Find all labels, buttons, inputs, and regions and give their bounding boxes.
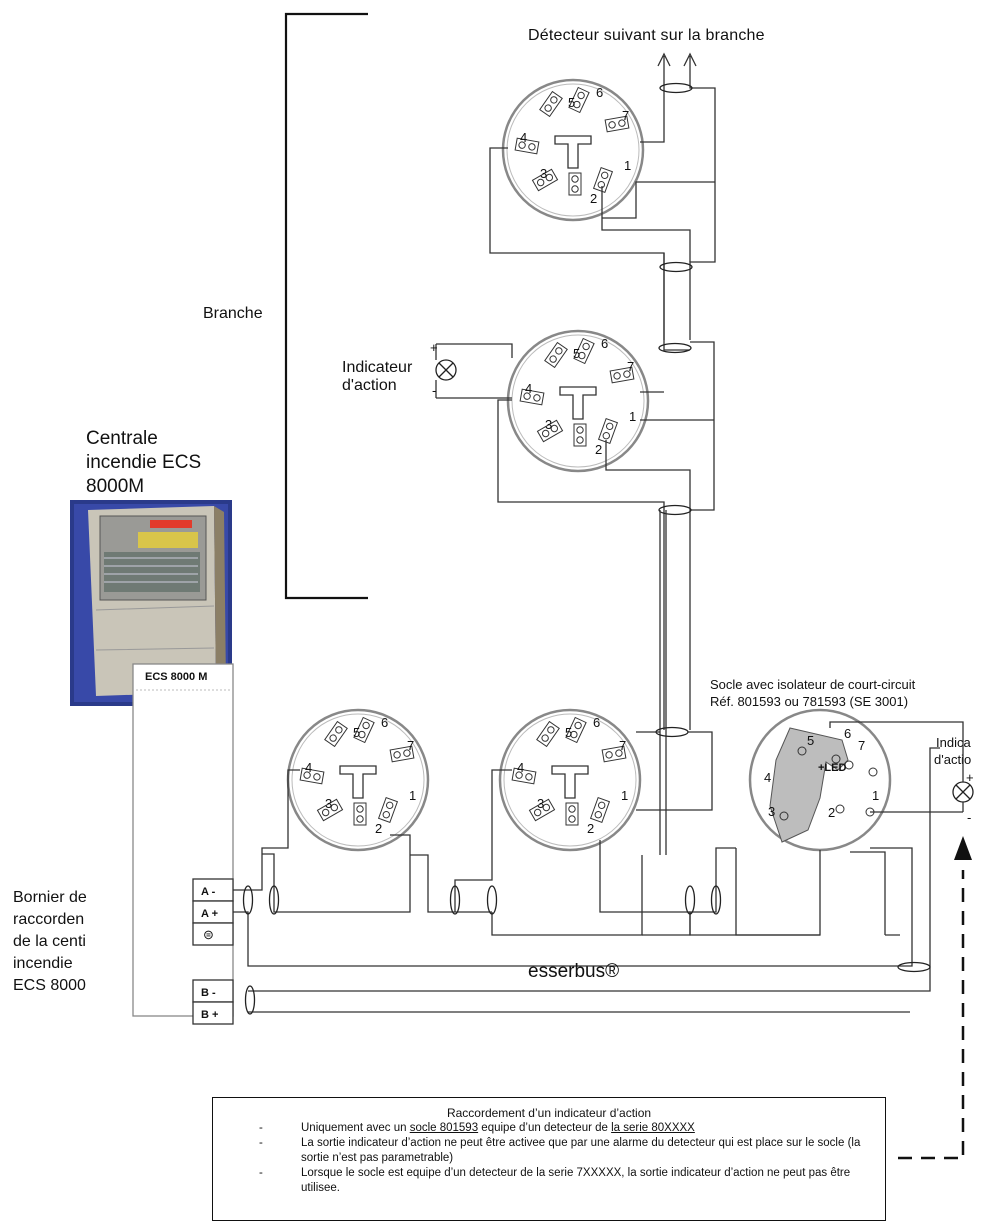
branch-bracket [284, 12, 368, 600]
plus-sign: + [430, 340, 438, 355]
note-title: Raccordement d’un indicateur d’action [446, 1106, 652, 1120]
term-7: 7 [858, 738, 865, 753]
terminal-a-plus: A + [201, 908, 218, 920]
cable-tie [684, 885, 696, 915]
term-4: 4 [525, 381, 532, 396]
note-dash: - [259, 1122, 263, 1134]
socle-note-1: Socle avec isolateur de court-circuit [710, 677, 916, 692]
wires-top-detector [489, 86, 716, 342]
next-detector-label: Détecteur suivant sur la branche [528, 27, 765, 44]
cable-tie [655, 726, 689, 738]
cable-tie [244, 985, 256, 1015]
cable-tie [486, 885, 498, 915]
term-3: 3 [325, 796, 332, 811]
term-6: 6 [844, 726, 851, 741]
term-6: 6 [593, 715, 600, 730]
term-7: 7 [619, 738, 626, 753]
term-4: 4 [764, 770, 771, 785]
action-indicator-lamp-icon [435, 344, 457, 398]
bornier-line-3: de la centi [13, 933, 86, 950]
term-3: 3 [768, 804, 775, 819]
led-label: +LED [818, 762, 846, 774]
note-dash: - [259, 1137, 263, 1149]
ecs-8000m-box [132, 663, 234, 1017]
earth-terminal-icon: ⊜ [203, 927, 214, 942]
bornier-line-5: ECS 8000 [13, 977, 86, 994]
terminal-block [192, 878, 234, 1025]
term-1: 1 [621, 788, 628, 803]
note-box: Raccordement d’un indicateur d’action - … [212, 1097, 886, 1221]
term-5: 5 [807, 733, 814, 748]
cable-tie [897, 961, 931, 973]
term-5: 5 [353, 725, 360, 740]
terminal-a-minus: A - [201, 886, 216, 898]
panel-photo-caption-3: 8000M [86, 476, 144, 497]
term-3: 3 [545, 417, 552, 432]
terminal-b-plus: B + [201, 1009, 218, 1021]
term-2: 2 [375, 821, 382, 836]
detector-socket-isolator [748, 708, 892, 852]
term-5: 5 [568, 95, 575, 110]
bornier-line-2: raccorden [13, 911, 84, 928]
term-2: 2 [590, 191, 597, 206]
term-6: 6 [601, 336, 608, 351]
note-dash: - [259, 1167, 263, 1179]
minus-sign: - [432, 383, 436, 398]
term-2: 2 [595, 442, 602, 457]
right-indicator-lamp-icon [829, 721, 974, 813]
cable-tie [659, 82, 693, 94]
right-indicator-label-1: Indica [936, 735, 971, 750]
note-item-2: - La sortie indicateur d’action ne peut … [259, 1137, 861, 1164]
term-1: 1 [629, 409, 636, 424]
dashed-arrow [898, 836, 972, 1160]
term-2: 2 [587, 821, 594, 836]
bornier-line-4: incendie [13, 955, 73, 972]
terminal-b-minus: B - [201, 987, 216, 999]
term-7: 7 [407, 738, 414, 753]
riser-wire [659, 510, 667, 855]
ecs-box-title: ECS 8000 M [145, 671, 207, 683]
action-indicator-label-2: d'action [342, 377, 397, 394]
term-1: 1 [409, 788, 416, 803]
note-item-1: - Uniquement avec un socle 801593 equipe… [259, 1122, 695, 1134]
term-2: 2 [828, 805, 835, 820]
right-indicator-label-2: d'actio [934, 752, 971, 767]
bus-name: esserbus® [528, 961, 619, 982]
term-4: 4 [520, 130, 527, 145]
right-minus-sign: - [967, 810, 971, 825]
term-5: 5 [573, 346, 580, 361]
action-indicator-label-1: Indicateur [342, 359, 413, 376]
cable-tie [659, 261, 693, 273]
bornier-line-1: Bornier de [13, 889, 87, 906]
term-1: 1 [872, 788, 879, 803]
up-arrows-icon [657, 52, 697, 86]
term-1: 1 [624, 158, 631, 173]
term-7: 7 [627, 359, 634, 374]
term-7: 7 [622, 108, 629, 123]
term-3: 3 [540, 166, 547, 181]
term-3: 3 [537, 796, 544, 811]
term-4: 4 [517, 760, 524, 775]
terminal-numbers: 5 6 7 4 3 1 2 5 6 7 4 3 1 2 5 6 7 4 3 1 … [305, 85, 879, 836]
term-4: 4 [305, 760, 312, 775]
panel-photo-caption-1: Centrale [86, 428, 158, 449]
right-plus-sign: + [966, 770, 974, 785]
term-6: 6 [596, 85, 603, 100]
note-item-3: - Lorsque le socle est equipe d’un detec… [259, 1167, 851, 1194]
branch-label: Branche [203, 305, 263, 322]
socle-note-2: Réf. 801593 ou 781593 (SE 3001) [710, 694, 908, 709]
panel-photo-caption-2: incendie ECS [86, 452, 201, 473]
bus-wiring [233, 747, 940, 1013]
term-5: 5 [565, 725, 572, 740]
term-6: 6 [381, 715, 388, 730]
